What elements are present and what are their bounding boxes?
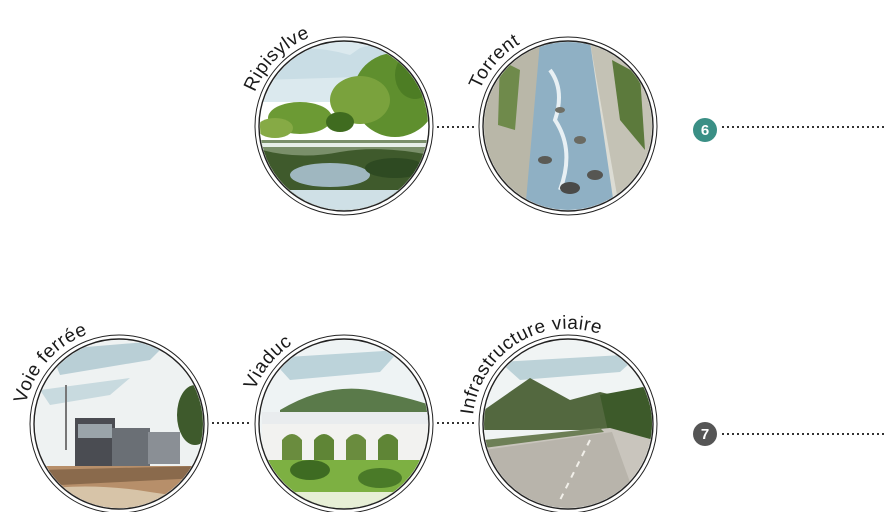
infrastructure-viaire-illustration — [484, 340, 652, 508]
item-voie-ferree: Voie ferrée — [10, 319, 209, 512]
torrent-illustration — [484, 42, 652, 210]
group-number-7: 7 — [701, 426, 709, 443]
item-viaduc: Viaduc — [240, 331, 434, 512]
group-number-marker: 7 — [693, 422, 717, 446]
group-number-marker: 6 — [693, 118, 717, 142]
ripisylve-illustration — [260, 42, 428, 210]
voie-ferree-illustration — [35, 340, 203, 508]
item-torrent: Torrent — [465, 30, 658, 216]
group-number-6: 6 — [701, 122, 709, 139]
viaduc-illustration — [260, 340, 428, 508]
item-ripisylve: Ripisylve — [240, 22, 434, 216]
item-infrastructure-viaire: Infrastructure viaire — [457, 313, 658, 512]
